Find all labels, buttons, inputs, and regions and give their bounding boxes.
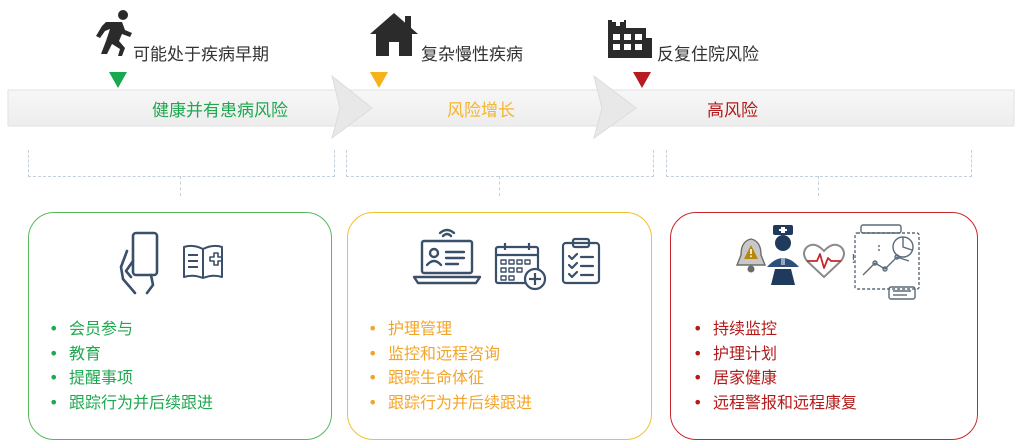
band-label-high: 高风险 bbox=[707, 101, 758, 121]
stage-marker-green bbox=[109, 72, 127, 88]
smartphone-in-hand-icon bbox=[119, 231, 159, 295]
running-person-icon bbox=[96, 10, 132, 56]
heartbeat-icon bbox=[803, 243, 845, 279]
bracket-stem-rising bbox=[499, 176, 500, 196]
svg-text:!: ! bbox=[851, 252, 856, 266]
risk-progress-band bbox=[7, 74, 1015, 140]
list-item: 监控和远程咨询 bbox=[366, 342, 532, 367]
hospital-icon bbox=[608, 14, 652, 58]
stage-marker-red bbox=[633, 72, 651, 88]
band-label-rising: 风险增长 bbox=[447, 101, 515, 121]
stage-marker-amber bbox=[370, 72, 388, 88]
nurse-icon bbox=[767, 225, 799, 285]
stage-label-early: 可能处于疾病早期 bbox=[133, 45, 269, 65]
list-item: 持续监控 bbox=[691, 317, 857, 342]
calendar-add-icon bbox=[494, 243, 547, 291]
list-item: 跟踪行为并后续跟进 bbox=[366, 391, 532, 416]
list-item: 跟踪生命体征 bbox=[366, 366, 532, 391]
band-label-healthy: 健康并有患病风险 bbox=[152, 101, 288, 121]
laptop-profile-icon bbox=[412, 228, 482, 285]
card-rising-list: 护理管理 监控和远程咨询 跟踪生命体征 跟踪行为并后续跟进 bbox=[366, 317, 532, 415]
list-item: 教育 bbox=[47, 342, 213, 367]
card-healthy-list: 会员参与 教育 提醒事项 跟踪行为并后续跟进 bbox=[47, 317, 213, 415]
bracket-healthy bbox=[28, 150, 335, 177]
alarm-bell-icon bbox=[735, 238, 767, 273]
medical-booklet-icon bbox=[183, 244, 223, 279]
list-item: 跟踪行为并后续跟进 bbox=[47, 391, 213, 416]
list-item: 居家健康 bbox=[691, 366, 857, 391]
card-high-list: 持续监控 护理计划 居家健康 远程警报和远程康复 bbox=[691, 317, 857, 415]
list-item: 会员参与 bbox=[47, 317, 213, 342]
list-item: 护理管理 bbox=[366, 317, 532, 342]
card-healthy: 会员参与 教育 提醒事项 跟踪行为并后续跟进 bbox=[28, 212, 332, 440]
bracket-high bbox=[666, 150, 972, 177]
bracket-rising bbox=[346, 150, 654, 177]
clipboard-checklist-icon bbox=[561, 237, 601, 285]
house-icon bbox=[370, 13, 418, 56]
stage-label-chronic: 复杂慢性疾病 bbox=[421, 45, 523, 65]
monitoring-dashboard-icon: ! bbox=[851, 224, 920, 300]
list-item: 提醒事项 bbox=[47, 366, 213, 391]
list-item: 护理计划 bbox=[691, 342, 857, 367]
stage-label-readmission: 反复住院风险 bbox=[657, 45, 759, 65]
card-rising: 护理管理 监控和远程咨询 跟踪生命体征 跟踪行为并后续跟进 bbox=[347, 212, 652, 440]
list-item: 远程警报和远程康复 bbox=[691, 391, 857, 416]
bracket-stem-healthy bbox=[180, 176, 181, 196]
card-high: ! 持续监控 护理计划 居家健康 远程警报和远程康复 bbox=[670, 212, 978, 440]
bracket-stem-high bbox=[818, 176, 819, 196]
